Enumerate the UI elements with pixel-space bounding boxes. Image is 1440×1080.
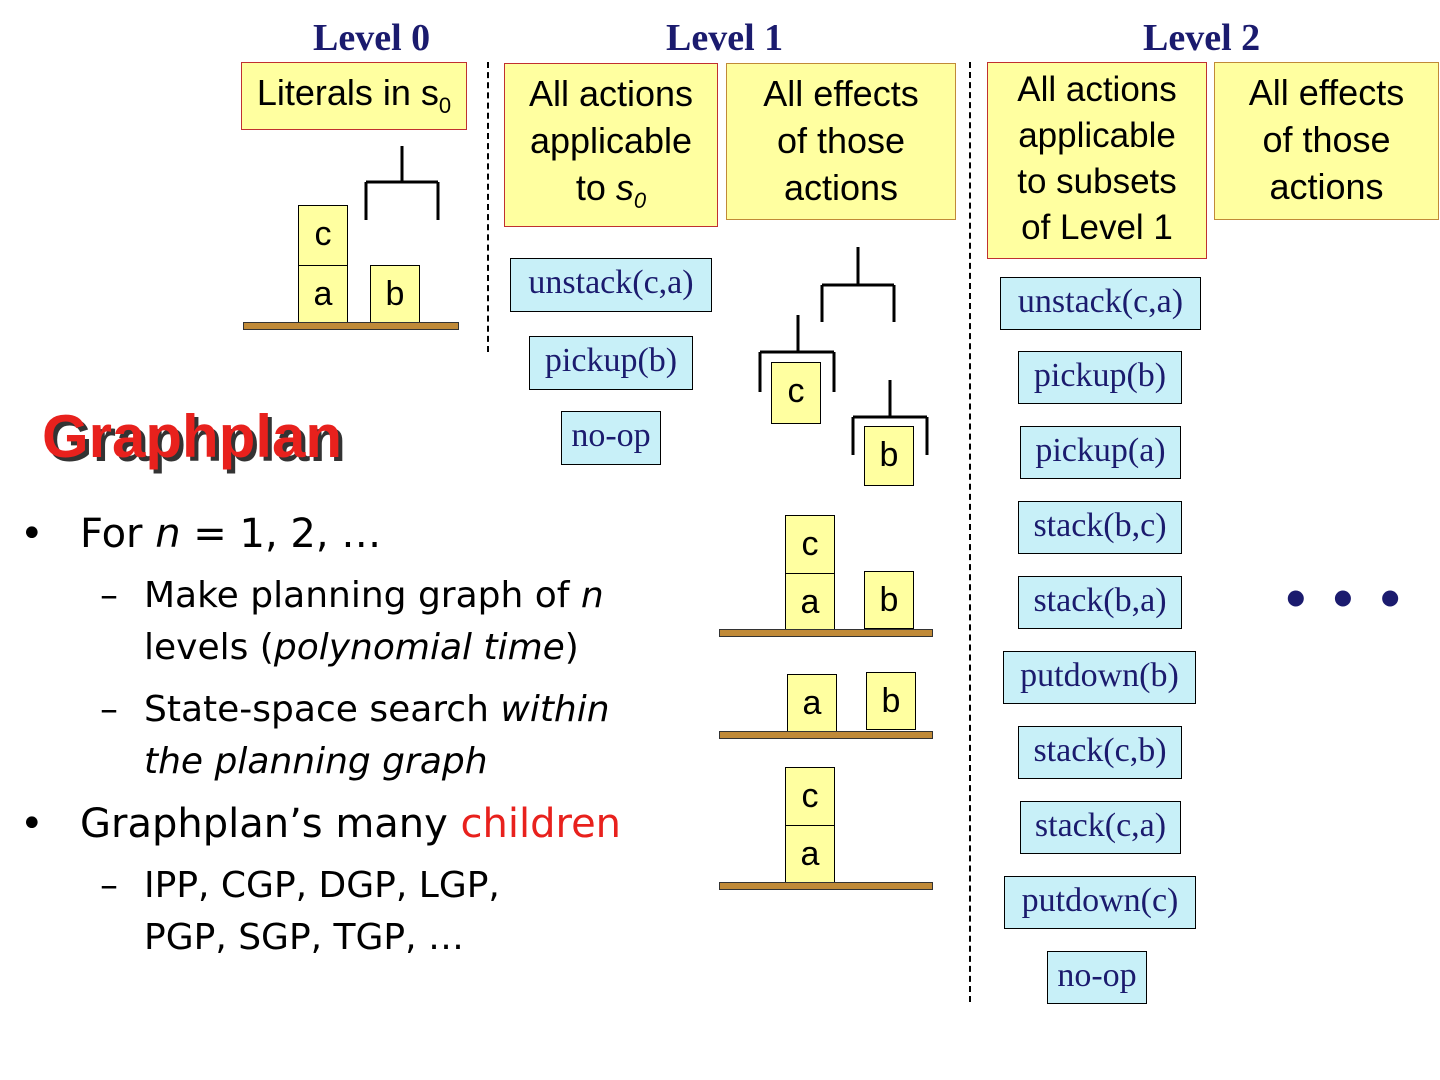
action-l1-unstack-c-a[interactable]: unstack(c,a)	[510, 258, 712, 312]
action-l2-stack-c-b[interactable]: stack(c,b)	[1018, 726, 1182, 779]
action-l2-no-op[interactable]: no-op	[1047, 951, 1147, 1004]
block-a: a	[298, 265, 348, 323]
action-l2-unstack-c-a[interactable]: unstack(c,a)	[1000, 277, 1201, 330]
action-l2-putdown-c[interactable]: putdown(c)	[1004, 876, 1196, 929]
action-l2-pickup-a[interactable]: pickup(a)	[1020, 426, 1181, 479]
block-a: a	[785, 573, 835, 630]
action-l2-pickup-b[interactable]: pickup(b)	[1018, 351, 1182, 404]
continuation-ellipsis: • • •	[1286, 565, 1406, 630]
slide-title: Graphplan	[42, 402, 342, 471]
held-block-c: c	[771, 362, 821, 424]
action-l2-putdown-b[interactable]: putdown(b)	[1003, 651, 1196, 704]
block-a: a	[785, 825, 835, 883]
action-l2-stack-c-a[interactable]: stack(c,a)	[1020, 801, 1181, 854]
sub-bullet-planner-list: –IPP, CGP, DGP, LGP,PGP, SGP, TGP, …	[20, 860, 700, 964]
table	[243, 322, 459, 330]
block-a: a	[787, 674, 837, 732]
block-b: b	[370, 265, 420, 323]
table	[719, 731, 933, 739]
action-l2-stack-b-a[interactable]: stack(b,a)	[1018, 576, 1182, 629]
bullet-list: •For n = 1, 2, … –Make planning graph of…	[20, 508, 700, 974]
table	[719, 629, 933, 637]
action-l2-stack-b-c[interactable]: stack(b,c)	[1018, 501, 1182, 554]
block-c: c	[785, 515, 835, 575]
bullet-children: •Graphplan’s many children	[20, 798, 700, 850]
held-block-b: b	[864, 426, 914, 486]
table	[719, 882, 933, 890]
block-b: b	[866, 672, 916, 730]
block-c: c	[298, 205, 348, 267]
action-l1-no-op[interactable]: no-op	[561, 411, 661, 465]
block-c: c	[785, 767, 835, 827]
bullet-for-n: •For n = 1, 2, …	[20, 508, 700, 560]
block-b: b	[864, 571, 914, 629]
action-l1-pickup-b[interactable]: pickup(b)	[529, 336, 693, 390]
